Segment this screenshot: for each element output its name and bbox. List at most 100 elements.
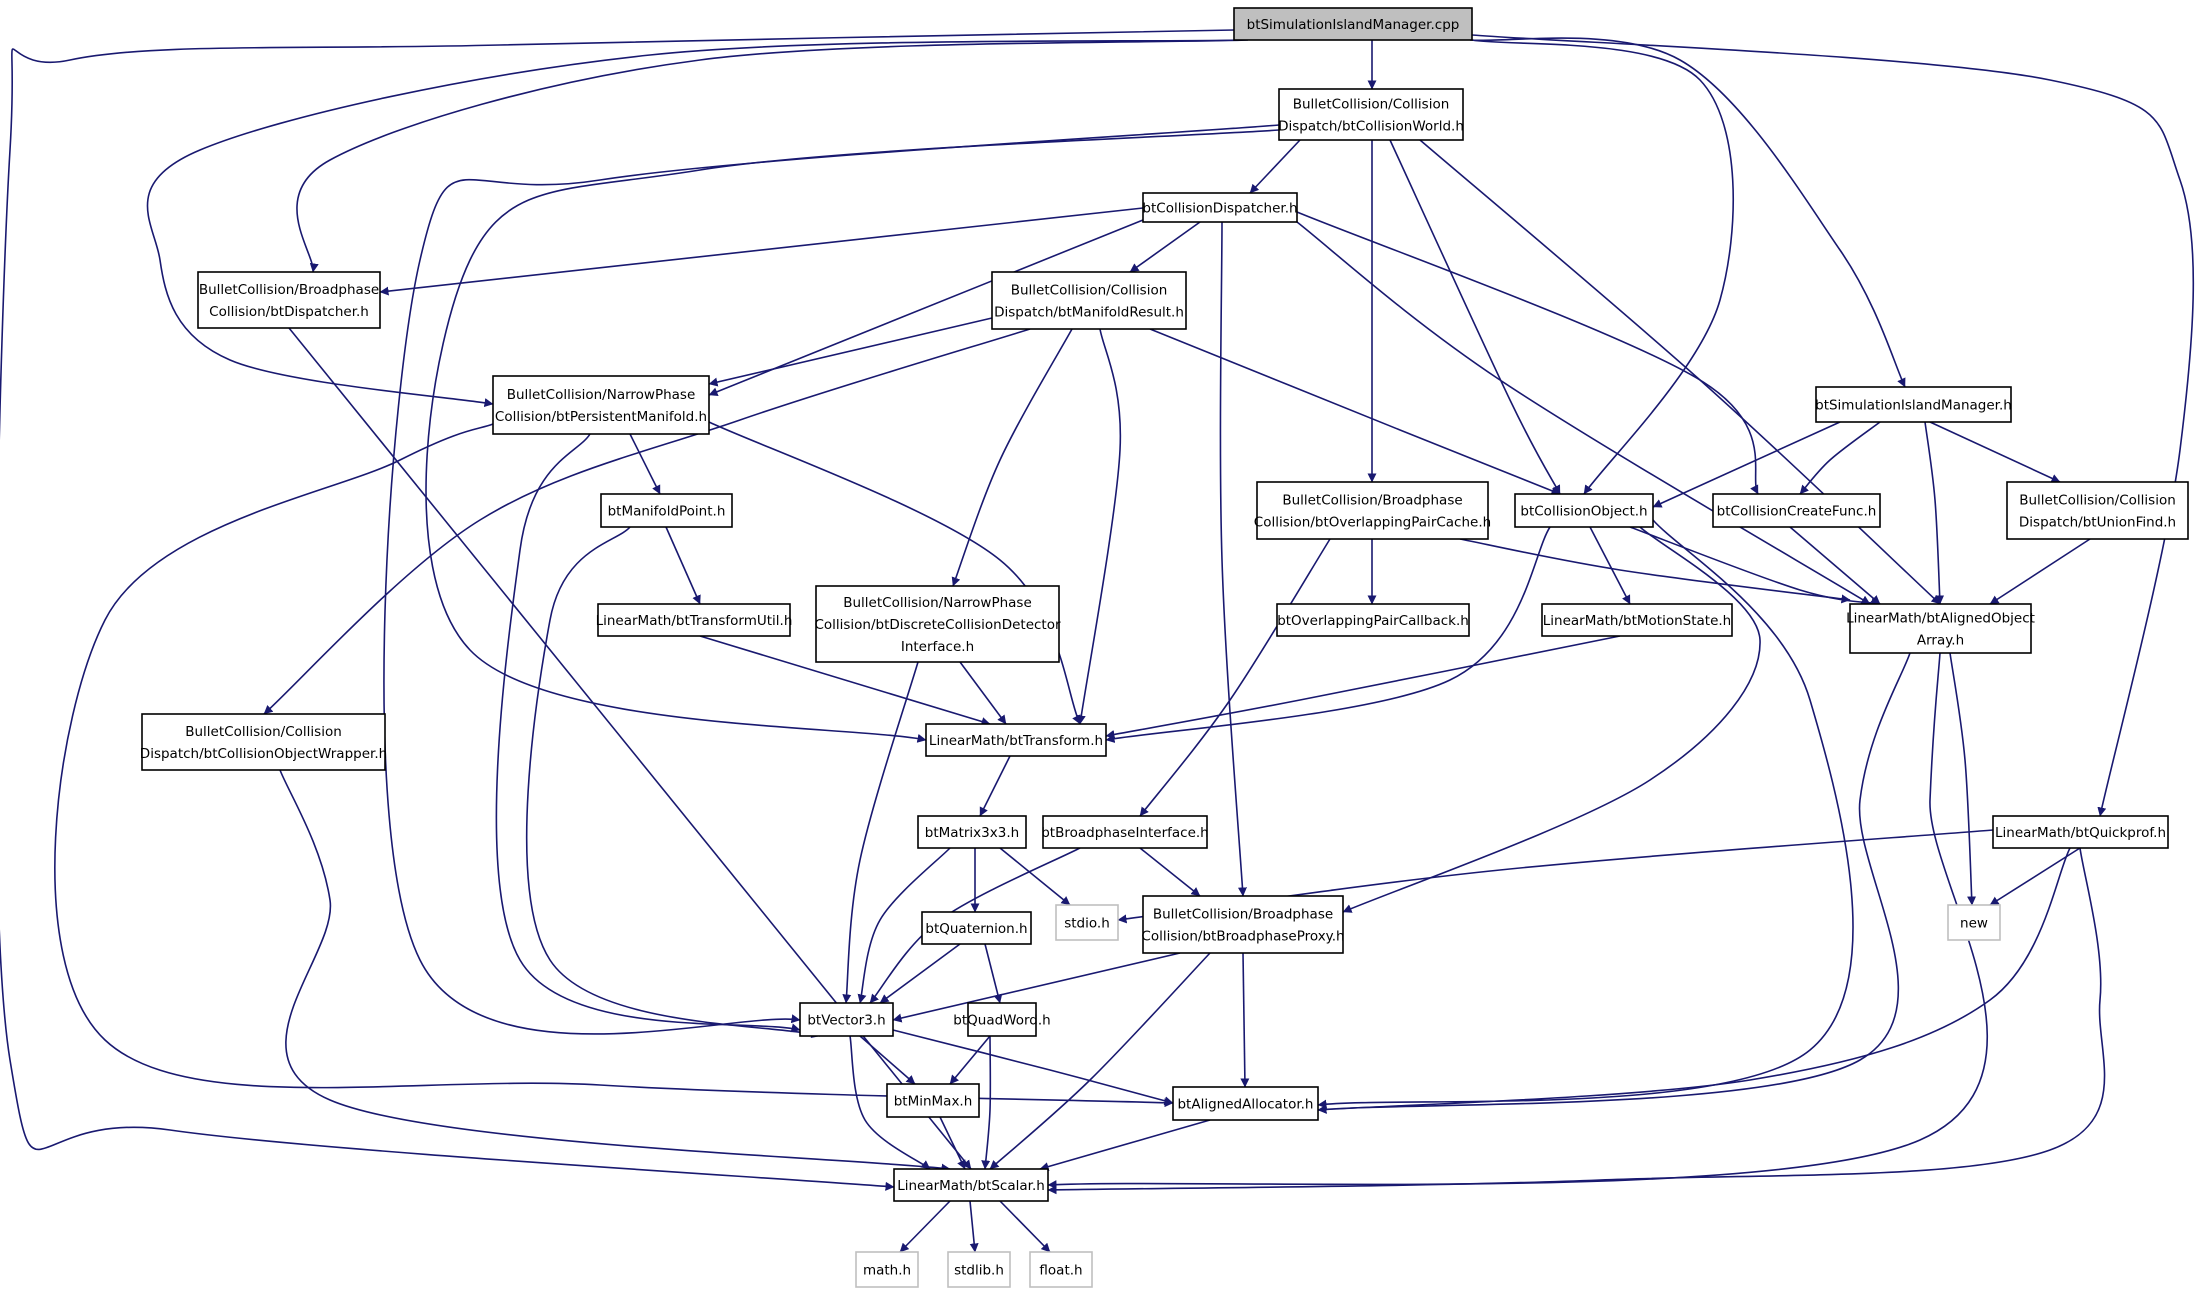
node-label: Collision/btDispatcher.h	[209, 304, 369, 320]
edge-cw-co	[1389, 139, 1561, 495]
node-label: btMatrix3x3.h	[925, 825, 1019, 841]
node-box	[1815, 386, 2012, 423]
edge-dcd-v3	[842, 661, 919, 1004]
node-label: BulletCollision/NarrowPhase	[507, 387, 696, 403]
node-box	[886, 1083, 980, 1118]
edge-bpp-aa	[1240, 952, 1250, 1088]
edge-aoa-aa	[1317, 652, 1911, 1114]
node-label: new	[1960, 916, 1988, 932]
node-box	[1256, 481, 1489, 540]
edge-opc-bi	[1139, 538, 1331, 817]
node-label: btCollisionCreateFunc.h	[1717, 504, 1877, 520]
node-label: BulletCollision/Collision	[185, 724, 342, 740]
edge-mp-v3	[525, 526, 821, 1039]
node-box	[1947, 904, 2001, 941]
node-label: LinearMath/btMotionState.h	[1543, 613, 1732, 629]
edge-root-bpd	[296, 39, 1249, 273]
node-qp[interactable]: LinearMath/btQuickprof.h	[1992, 815, 2169, 849]
node-m33[interactable]: btMatrix3x3.h	[917, 815, 1027, 849]
node-mm[interactable]: btMinMax.h	[886, 1083, 980, 1118]
node-pm[interactable]: BulletCollision/NarrowPhaseCollision/btP…	[492, 375, 710, 435]
node-label: btSimulationIslandManager.h	[1815, 398, 2012, 414]
edges-layer	[0, 29, 2195, 1253]
node-label: LinearMath/btScalar.h	[897, 1178, 1045, 1194]
node-cow[interactable]: BulletCollision/CollisionDispatch/btColl…	[140, 713, 387, 771]
node-v3[interactable]: btVector3.h	[799, 1002, 894, 1037]
edge-dcd-tr	[959, 661, 1007, 725]
node-sc[interactable]: LinearMath/btScalar.h	[893, 1168, 1049, 1202]
edge-ms-tr	[1105, 635, 1621, 739]
edge-co-bpp	[1342, 526, 1761, 913]
edge-root-pm	[146, 39, 1241, 408]
node-box	[141, 713, 386, 771]
node-stdlib: stdlib.h	[947, 1251, 1011, 1288]
node-opc[interactable]: BulletCollision/BroadphaseCollision/btOv…	[1254, 481, 1491, 540]
node-opcb[interactable]: btOverlappingPairCallback.h	[1276, 603, 1470, 637]
node-box	[947, 1251, 1011, 1288]
node-box	[1142, 895, 1344, 954]
node-label: btAlignedAllocator.h	[1177, 1097, 1313, 1113]
node-quat[interactable]: btQuaternion.h	[921, 911, 1032, 945]
node-tu[interactable]: LinearMath/btTransformUtil.h	[596, 603, 793, 637]
edge-mr-tr	[1076, 328, 1122, 725]
node-box	[1055, 904, 1119, 941]
node-label: Dispatch/btUnionFind.h	[2019, 515, 2176, 531]
edge-root-sim	[1469, 37, 1906, 388]
edge-uf-aoa	[1989, 538, 2091, 605]
node-bpd[interactable]: BulletCollision/BroadphaseCollision/btDi…	[197, 271, 381, 329]
edge-mp-tu	[665, 526, 701, 605]
node-box	[600, 493, 733, 528]
node-dcd[interactable]: BulletCollision/NarrowPhaseCollision/btD…	[814, 585, 1061, 663]
edge-tu-tr	[699, 635, 991, 726]
node-box	[1541, 603, 1733, 637]
node-label: Dispatch/btManifoldResult.h	[994, 305, 1184, 321]
edge-aoa-new	[1949, 652, 1977, 906]
node-float: float.h	[1029, 1251, 1093, 1288]
node-box	[1233, 7, 1473, 41]
edge-pm-tr	[708, 421, 1081, 725]
node-mr[interactable]: BulletCollision/CollisionDispatch/btMani…	[991, 271, 1187, 330]
node-cw[interactable]: BulletCollision/CollisionDispatch/btColl…	[1278, 88, 1464, 141]
node-ccf[interactable]: btCollisionCreateFunc.h	[1712, 493, 1881, 528]
edge-cow-sc	[279, 769, 951, 1173]
node-box	[1849, 603, 2032, 654]
node-label: btBroadphaseInterface.h	[1041, 825, 1209, 841]
node-bi[interactable]: btBroadphaseInterface.h	[1041, 815, 1209, 849]
node-box	[855, 1251, 919, 1288]
node-qw[interactable]: btQuadWord.h	[953, 1002, 1051, 1037]
node-mp[interactable]: btManifoldPoint.h	[600, 493, 733, 528]
edge-v3-mm	[859, 1035, 916, 1085]
edge-pm-mp	[629, 433, 661, 495]
node-label: Array.h	[1917, 633, 1964, 649]
node-label: btManifoldPoint.h	[608, 504, 726, 520]
node-cd[interactable]: btCollisionDispatcher.h	[1142, 192, 1298, 223]
node-label: btOverlappingPairCallback.h	[1277, 613, 1469, 629]
edge-cd-bpp	[1219, 221, 1247, 897]
edge-qp-aa	[1317, 847, 2071, 1114]
node-label: btSimulationIslandManager.cpp	[1247, 17, 1460, 33]
node-box	[815, 585, 1060, 663]
edge-sc-float	[999, 1200, 1051, 1253]
edge-bpp-sc	[989, 952, 1211, 1170]
node-co[interactable]: btCollisionObject.h	[1514, 493, 1654, 528]
edge-root-co	[1471, 39, 1735, 495]
node-box	[991, 271, 1187, 330]
edge-cw-aoa	[1419, 139, 1941, 605]
node-box	[1992, 815, 2169, 849]
node-label: math.h	[863, 1263, 911, 1279]
node-label: Interface.h	[901, 639, 974, 655]
node-ms[interactable]: LinearMath/btMotionState.h	[1541, 603, 1733, 637]
node-tr[interactable]: LinearMath/btTransform.h	[925, 723, 1107, 757]
node-label: LinearMath/btTransformUtil.h	[596, 613, 793, 629]
node-aa[interactable]: btAlignedAllocator.h	[1172, 1086, 1319, 1121]
node-box	[1042, 815, 1208, 849]
edge-qp-new	[1989, 847, 2081, 906]
edge-mr-cow	[263, 328, 1031, 715]
node-root[interactable]: btSimulationIslandManager.cpp	[1233, 7, 1473, 41]
node-uf[interactable]: BulletCollision/CollisionDispatch/btUnio…	[2006, 481, 2189, 540]
edge-bi-bpp	[1139, 847, 1201, 897]
node-bpp[interactable]: BulletCollision/BroadphaseCollision/btBr…	[1141, 895, 1345, 954]
node-label: BulletCollision/Broadphase	[1153, 907, 1333, 923]
node-sim[interactable]: btSimulationIslandManager.h	[1815, 386, 2012, 423]
